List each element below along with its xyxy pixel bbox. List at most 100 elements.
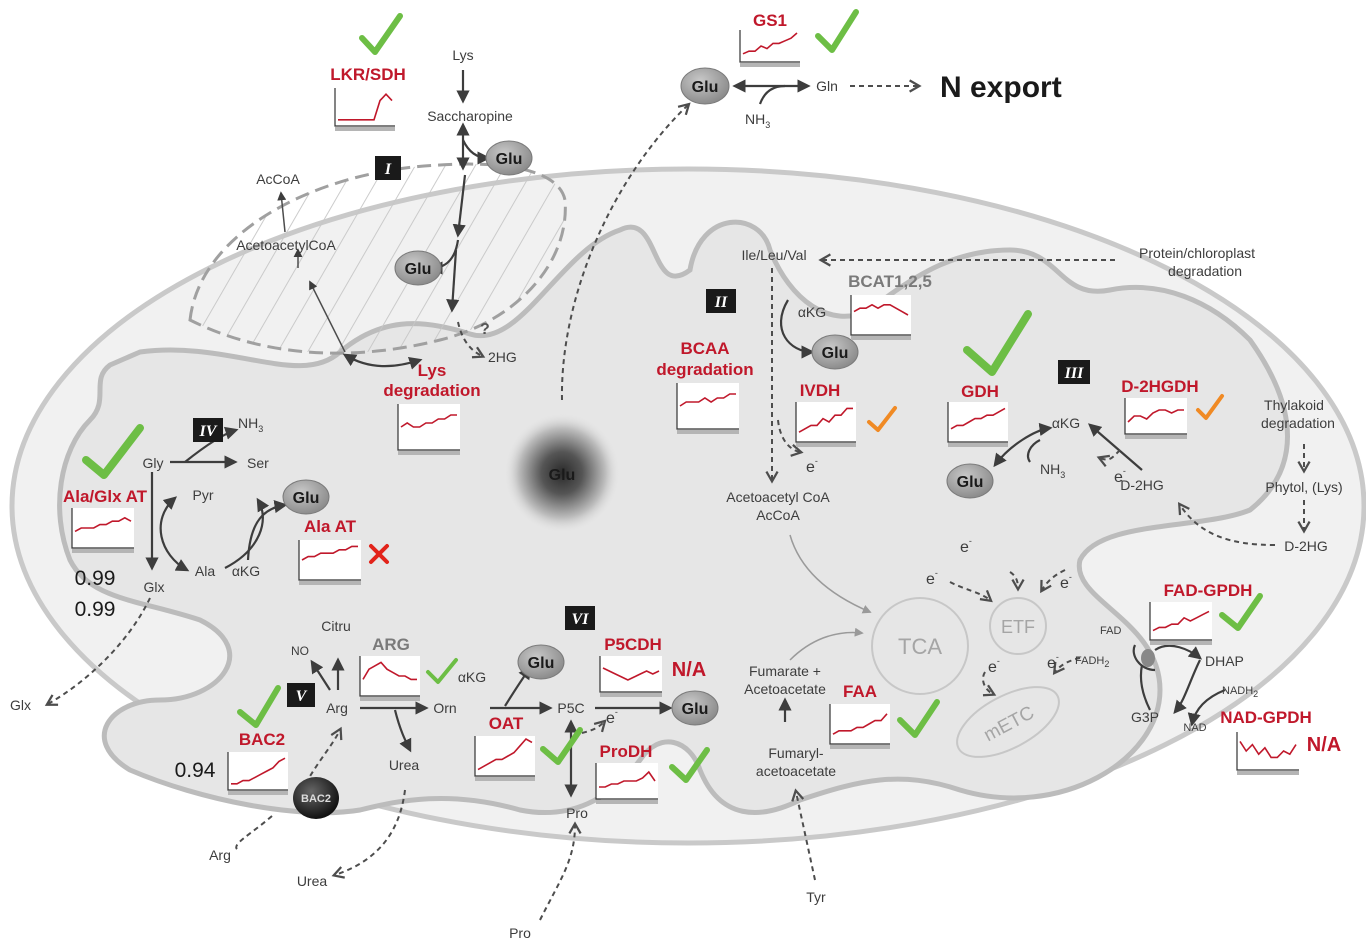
fumaryl-label: Fumaryl-: [768, 745, 824, 761]
acetoacetate-label: Acetoacetate: [744, 681, 826, 697]
bcaa-degradation-label-2: degradation: [656, 360, 753, 379]
enzyme-oat: OAT: [489, 714, 524, 733]
ile-leu-val-label: Ile/Leu/Val: [741, 247, 806, 263]
electron-d2hgdh: e-: [1114, 466, 1126, 486]
check-icon: [1219, 593, 1263, 631]
sparkline-series: [599, 770, 656, 788]
sparkline-baseline: [677, 430, 739, 434]
sparkline-axis: [474, 736, 535, 777]
electron-labels: e- e- e- e- e- e- e- e-: [606, 456, 1126, 727]
nad-gpdh-na-status: N/A: [1307, 734, 1341, 756]
gln-label: Gln: [816, 78, 838, 94]
enzyme-labels: GS1 LKR/SDH BCAT1,2,5 IVDH GDH D-2HGDH A…: [63, 11, 1341, 761]
glu-metabolite: Glu: [517, 644, 565, 680]
sparkline-background: [677, 383, 739, 429]
sparkline-series: [950, 407, 1006, 430]
cross-icon: [369, 544, 389, 564]
electron-prodh: e-: [606, 707, 618, 727]
thylakoid-label: Thylakoid: [1264, 397, 1324, 413]
sparkline-series: [362, 661, 417, 681]
sparkline-baseline: [360, 697, 420, 701]
saccharopine-label: Saccharopine: [427, 108, 513, 124]
enzyme-gdh: GDH: [961, 382, 999, 401]
sparkline-series: [742, 32, 798, 55]
sparkline-series: [74, 516, 132, 533]
sparkline-baseline: [475, 777, 535, 781]
glu-pool-glow: [504, 413, 620, 533]
electron-ivdh: e-: [806, 456, 818, 476]
check-icon: [237, 685, 281, 728]
glu-metabolite: Glu: [394, 250, 442, 286]
fad-label: FAD: [1100, 625, 1121, 637]
sparkline-axis: [227, 752, 288, 791]
svg-text:IV: IV: [199, 423, 218, 440]
enzyme-nad-gpdh: NAD-GPDH: [1220, 708, 1312, 727]
glx-label: Glx: [144, 579, 165, 595]
acetoacetyl-coa-label: Acetoacetyl CoA: [726, 489, 830, 505]
enzyme-gs1: GS1: [753, 11, 787, 30]
enzyme-d2hgdh: D-2HGDH: [1121, 377, 1198, 396]
electron-etf-right: e-: [1060, 572, 1072, 592]
sparkline-axis: [850, 295, 911, 336]
pathway-badge-v: V: [287, 683, 315, 707]
glu-metabolite: Glu: [680, 67, 730, 105]
glu-metabolite: Glu: [946, 463, 994, 499]
svg-text:Glu: Glu: [405, 261, 432, 278]
sparkline-axis: [599, 656, 662, 693]
check-icon: [426, 658, 458, 684]
metabolite-labels: Lys Saccharopine AcCoA AcetoacetylCoA ? …: [10, 47, 1343, 941]
correlation-ala-glx-1: 0.99: [75, 567, 116, 590]
citru-label: Citru: [321, 618, 351, 634]
arg-out-label: Arg: [209, 847, 231, 863]
sparkline-series: [1152, 610, 1210, 632]
p5cdh-na-status: N/A: [672, 659, 706, 681]
metc-complex: [956, 686, 1060, 758]
sparkline-series: [853, 303, 909, 316]
tyr-label: Tyr: [806, 889, 826, 905]
sparkline-chart: [850, 295, 911, 340]
validation-marks: [82, 9, 1263, 783]
sparkline-baseline: [1237, 771, 1299, 775]
d2hg-inside-label: D-2HG: [1120, 477, 1164, 493]
svg-text:Glu: Glu: [692, 79, 719, 96]
svg-text:TCA: TCA: [898, 634, 942, 659]
check-icon: [1196, 394, 1224, 420]
protein-degradation-label-2: degradation: [1168, 263, 1242, 279]
check-icon: [963, 310, 1032, 376]
svg-text:BAC2: BAC2: [301, 793, 331, 805]
glu-metabolite: Glu: [282, 479, 330, 515]
sparkline-baseline: [1150, 641, 1212, 645]
svg-text:Glu: Glu: [822, 345, 849, 362]
sparkline-baseline: [299, 581, 361, 585]
pathway-badges: I II III IV V VI: [193, 156, 1090, 707]
svg-text:III: III: [1064, 365, 1084, 382]
pro-out-label: Pro: [509, 925, 531, 941]
sparkline-series: [602, 667, 660, 681]
sparkline-series: [832, 713, 888, 735]
no-label: NO: [291, 644, 309, 658]
correlation-bac2: 0.94: [175, 759, 216, 782]
sparkline-background: [475, 736, 535, 776]
enzyme-prodh: ProDH: [600, 742, 653, 761]
sparkline-axis: [1149, 602, 1212, 641]
sparkline-chart: [676, 383, 739, 434]
pathway-badge-iii: III: [1058, 360, 1090, 384]
sparkline-chart: [397, 404, 460, 455]
svg-text:Glu: Glu: [293, 490, 320, 507]
check-icon: [815, 9, 859, 53]
pathway-badge-ii: II: [706, 289, 736, 313]
electron-etf-top: e-: [960, 536, 972, 556]
etf-complex: [989, 597, 1047, 655]
gly-label: Gly: [143, 455, 164, 471]
glx-out-label: Glx: [10, 697, 31, 713]
phytol-label: Phytol, (Lys): [1265, 479, 1342, 495]
enzyme-p5cdh: P5CDH: [604, 635, 662, 654]
svg-text:II: II: [714, 294, 728, 311]
enzyme-ala-glx-at: Ala/Glx AT: [63, 487, 148, 506]
arg-label: Arg: [326, 700, 348, 716]
g3p-label: G3P: [1131, 709, 1159, 725]
svg-text:Glu: Glu: [528, 655, 555, 672]
sparkline-chart: [829, 704, 890, 749]
sparkline-chart: [739, 30, 800, 67]
